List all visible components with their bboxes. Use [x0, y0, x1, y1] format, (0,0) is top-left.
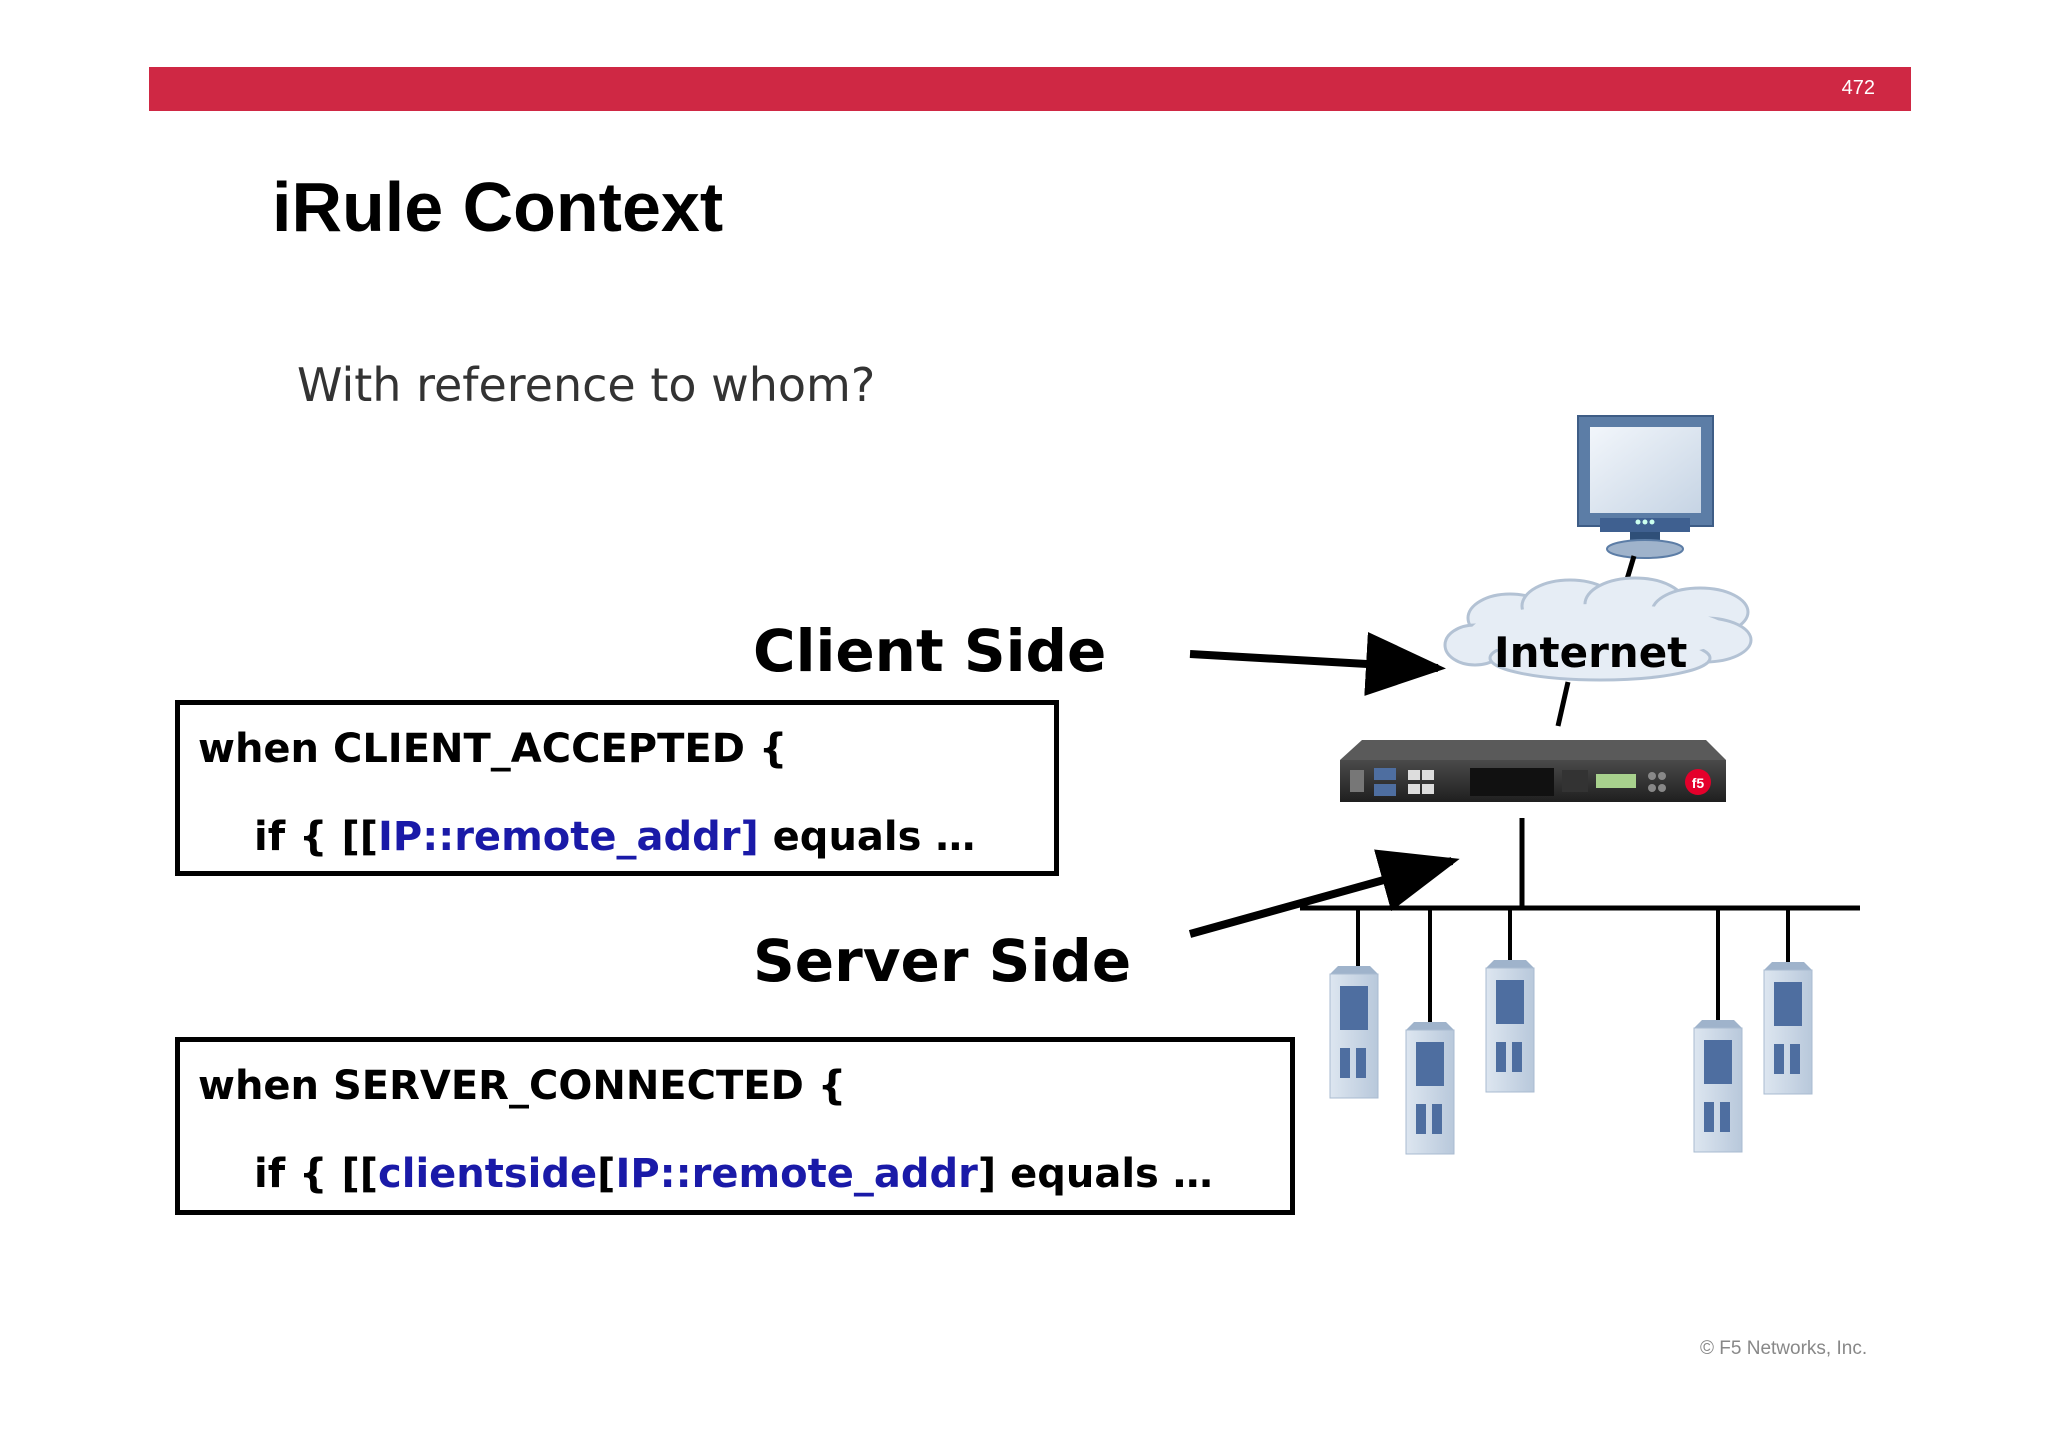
server-icon: [1405, 1022, 1455, 1155]
client-code-box: when CLIENT_ACCEPTED { if { [[IP::remote…: [175, 700, 1059, 876]
page-number: 472: [1841, 77, 1875, 99]
server-code-line-2: if { [[clientside[IP::remote_addr] equal…: [254, 1154, 1213, 1194]
svg-text:f5: f5: [1692, 775, 1705, 791]
client-code-prefix: if { [[: [254, 814, 379, 860]
server-code-prefix: if { [[: [254, 1151, 379, 1197]
slide-title: iRule Context: [272, 168, 724, 246]
server-icon: [1693, 1020, 1743, 1153]
server-icon: [1763, 962, 1813, 1095]
server-code-ip-remote-addr: IP::remote_addr: [615, 1151, 978, 1197]
server-code-box: when SERVER_CONNECTED { if { [[clientsid…: [175, 1037, 1295, 1215]
client-side-label: Client Side: [753, 617, 1107, 685]
internet-label: Internet: [1494, 628, 1688, 677]
server-arrow: [1188, 849, 1460, 938]
server-code-bracket: [: [597, 1151, 616, 1197]
load-balancer-appliance-icon: f5: [1340, 740, 1726, 802]
server-code-clientside: clientside: [378, 1151, 598, 1197]
server-code-line-1: when SERVER_CONNECTED {: [198, 1063, 847, 1109]
client-code-line-2: if { [[IP::remote_addr] equals …: [254, 817, 975, 857]
server-code-suffix: ] equals …: [977, 1151, 1213, 1197]
client-code-line-1: when CLIENT_ACCEPTED {: [198, 726, 788, 772]
server-icon: [1485, 960, 1535, 1093]
client-code-ip-remote-addr: IP::remote_addr]: [378, 814, 759, 860]
header-bar: 472: [149, 67, 1911, 111]
slide-subtitle: With reference to whom?: [297, 358, 876, 412]
monitor-icon: [1577, 415, 1714, 559]
copyright: © F5 Networks, Inc.: [1700, 1338, 1868, 1359]
server-side-label: Server Side: [753, 927, 1132, 995]
server-icon: [1329, 966, 1379, 1099]
client-arrow: [1189, 631, 1446, 696]
client-code-suffix: equals …: [758, 814, 976, 860]
internet-link: [1555, 681, 1571, 727]
